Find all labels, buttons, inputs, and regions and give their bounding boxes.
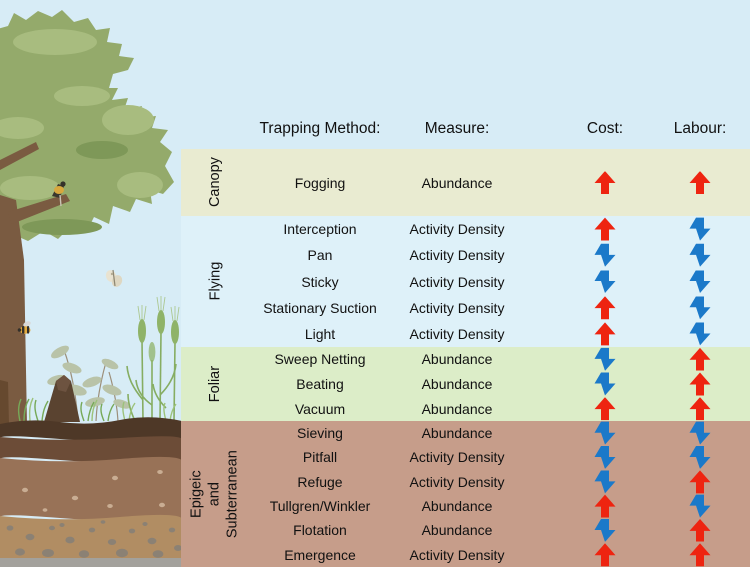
method-cell: Sticky bbox=[301, 273, 339, 290]
cost-arrow-icon bbox=[594, 347, 616, 371]
method-cell: Pitfall bbox=[302, 449, 338, 466]
cost-arrow-icon bbox=[594, 217, 616, 241]
tree-trunk-icon bbox=[0, 142, 70, 425]
measure-header: Measure: bbox=[424, 120, 490, 137]
cost-arrow-icon bbox=[594, 470, 616, 494]
labour-arrow-icon bbox=[689, 296, 711, 320]
tree-canopy-icon bbox=[0, 10, 174, 241]
table-row: Refuge Activity Density bbox=[181, 470, 750, 494]
method-cell: Interception bbox=[283, 221, 357, 238]
measure-cell: Abundance bbox=[421, 498, 493, 515]
pebbles-gray bbox=[6, 520, 182, 558]
measure-cell: Activity Density bbox=[409, 273, 505, 290]
trapping-methods-table: Canopy Fogging Abundance Flying Intercep… bbox=[181, 149, 750, 567]
wheat-icon bbox=[126, 296, 180, 422]
cost-arrow-icon bbox=[594, 445, 616, 469]
bird-icon bbox=[52, 181, 66, 207]
section-canopy: Canopy Fogging Abundance bbox=[181, 149, 750, 216]
labour-arrow-icon bbox=[689, 270, 711, 293]
method-cell: Tullgren/Winkler bbox=[269, 498, 371, 515]
method-cell: Sweep Netting bbox=[274, 351, 366, 368]
table-row: Fogging Abundance bbox=[181, 149, 750, 216]
measure-cell: Activity Density bbox=[409, 449, 505, 466]
bee-icon bbox=[17, 321, 31, 334]
table-row: Sieving Abundance bbox=[181, 421, 750, 445]
table-row: Pan Activity Density bbox=[181, 242, 750, 268]
method-cell: Light bbox=[304, 325, 336, 342]
cost-arrow-icon bbox=[594, 296, 616, 320]
labour-arrow-icon bbox=[689, 347, 711, 371]
measure-cell: Activity Density bbox=[409, 299, 505, 316]
labour-arrow-icon bbox=[689, 470, 711, 494]
measure-cell: Activity Density bbox=[409, 473, 505, 490]
pebbles-light bbox=[22, 470, 165, 512]
measure-cell: Activity Density bbox=[409, 247, 505, 264]
cost-arrow-icon bbox=[594, 494, 616, 518]
section-foliar: Foliar Sweep Netting Abundance Beating A… bbox=[181, 347, 750, 421]
measure-cell: Activity Density bbox=[409, 221, 505, 238]
labour-arrow-icon bbox=[689, 243, 711, 267]
cost-arrow-icon bbox=[594, 421, 616, 445]
measure-cell: Abundance bbox=[421, 425, 493, 442]
labour-header: Labour: bbox=[673, 120, 727, 137]
method-cell: Fogging bbox=[294, 174, 346, 191]
table-row: Pitfall Activity Density bbox=[181, 445, 750, 469]
labour-arrow-icon bbox=[689, 372, 711, 396]
cost-arrow-icon bbox=[594, 518, 616, 542]
measure-cell: Activity Density bbox=[409, 546, 505, 563]
table-row: Flotation Abundance bbox=[181, 518, 750, 542]
section-epigeic-subterranean: Epigeic and Subterranean Sieving Abundan… bbox=[181, 421, 750, 567]
cost-arrow-icon bbox=[594, 397, 616, 421]
cost-arrow-icon bbox=[594, 322, 616, 346]
column-header-row: Trapping Method: Measure: Cost: Labour: bbox=[181, 112, 750, 146]
table-row: Stationary Suction Activity Density bbox=[181, 295, 750, 321]
grass-icon bbox=[17, 397, 177, 422]
trapping-method-header: Trapping Method: bbox=[259, 120, 381, 137]
labour-arrow-icon bbox=[689, 421, 711, 445]
method-cell: Refuge bbox=[297, 473, 343, 490]
measure-cell: Activity Density bbox=[409, 325, 505, 342]
table-row: Beating Abundance bbox=[181, 372, 750, 397]
soil-mound-icon bbox=[44, 375, 80, 422]
labour-arrow-icon bbox=[689, 322, 711, 346]
table-row: Vacuum Abundance bbox=[181, 396, 750, 421]
table-row: Light Activity Density bbox=[181, 321, 750, 347]
table-row: Sticky Activity Density bbox=[181, 268, 750, 294]
measure-cell: Abundance bbox=[421, 376, 493, 392]
measure-cell: Abundance bbox=[421, 400, 493, 417]
labour-arrow-icon bbox=[689, 518, 711, 542]
table-row: Emergence Activity Density bbox=[181, 543, 750, 567]
soil-layers-icon bbox=[0, 417, 182, 567]
cost-arrow-icon bbox=[594, 270, 616, 293]
labour-arrow-icon bbox=[689, 494, 711, 518]
measure-cell: Abundance bbox=[421, 351, 493, 368]
table-row: Tullgren/Winkler Abundance bbox=[181, 494, 750, 518]
measure-cell: Abundance bbox=[421, 522, 493, 539]
labour-arrow-icon bbox=[689, 217, 711, 241]
table-row: Sweep Netting Abundance bbox=[181, 347, 750, 372]
labour-arrow-icon bbox=[689, 397, 711, 421]
table-row: Interception Activity Density bbox=[181, 216, 750, 242]
cost-arrow-icon bbox=[594, 543, 616, 567]
labour-arrow-icon bbox=[689, 171, 711, 194]
measure-cell: Abundance bbox=[421, 174, 493, 191]
cost-arrow-icon bbox=[594, 243, 616, 267]
method-cell: Stationary Suction bbox=[263, 299, 377, 316]
habitat-illustration bbox=[0, 0, 182, 567]
method-cell: Pan bbox=[307, 247, 333, 264]
method-cell: Flotation bbox=[293, 522, 347, 539]
method-cell: Emergence bbox=[284, 546, 356, 563]
labour-arrow-icon bbox=[689, 445, 711, 469]
method-cell: Beating bbox=[296, 376, 344, 392]
butterfly-icon bbox=[105, 269, 123, 287]
cost-arrow-icon bbox=[594, 372, 616, 396]
method-cell: Sieving bbox=[297, 425, 343, 442]
method-cell: Vacuum bbox=[294, 400, 346, 417]
cost-header: Cost: bbox=[586, 120, 624, 137]
cost-arrow-icon bbox=[594, 171, 616, 194]
section-flying: Flying Interception Activity Density Pan… bbox=[181, 216, 750, 347]
labour-arrow-icon bbox=[689, 543, 711, 567]
